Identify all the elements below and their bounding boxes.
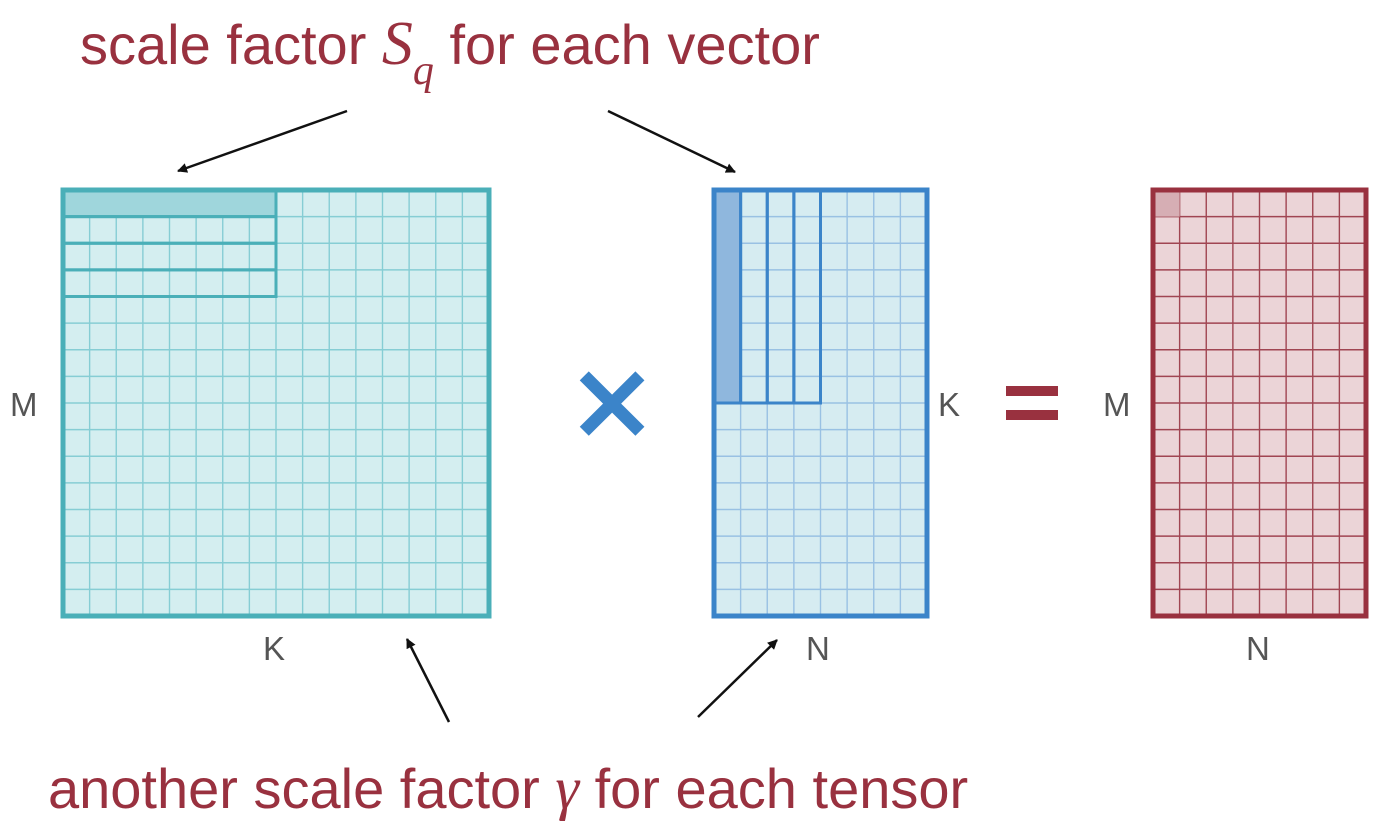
matrix-a-vector-group [61, 188, 278, 219]
matrix-b-rows-label: K [938, 386, 960, 423]
top-caption-post: for each vector [434, 13, 820, 76]
matrix-c [1150, 187, 1369, 619]
bottom-caption-post: for each tensor [579, 757, 968, 820]
bottom-caption: another scale factor γ for each tensor [48, 755, 968, 821]
arrow-to-matrix-a-tensor [405, 638, 451, 723]
multiply-sign: × [566, 336, 658, 464]
matrix-c-border [1150, 187, 1369, 619]
matrix-c-output-cell [1153, 190, 1180, 217]
top-caption-pre: scale factor [80, 13, 382, 76]
bottom-caption-pre: another scale factor [48, 757, 555, 820]
matrix-b-vector-groups [712, 188, 822, 405]
matrix-c-cols-label: N [1246, 630, 1270, 667]
matrix-b-vector-group [712, 188, 743, 405]
matrix-b-border [711, 187, 930, 619]
matrix-a [60, 187, 492, 619]
top-caption: scale factor Sq for each vector [80, 10, 820, 94]
matrix-b [711, 187, 930, 619]
matrix-a-grid [63, 190, 489, 616]
arrow-to-matrix-b-tensor [697, 639, 778, 718]
symbol-s: S [382, 10, 413, 78]
matrix-b-cols-label: N [806, 630, 830, 667]
matrix-c-grid [1153, 190, 1366, 616]
matrix-a-rows-label: M [10, 386, 38, 423]
arrow-to-matrix-b-vectors [607, 109, 736, 174]
matrix-a-cols-label: K [263, 630, 285, 667]
arrow-to-matrix-a-vectors [177, 109, 348, 173]
symbol-gamma: γ [555, 755, 580, 821]
matrix-a-border [60, 187, 492, 619]
symbol-q-subscript: q [413, 48, 434, 94]
matrix-c-rows-label: M [1103, 386, 1131, 423]
equals-sign [1006, 386, 1058, 420]
